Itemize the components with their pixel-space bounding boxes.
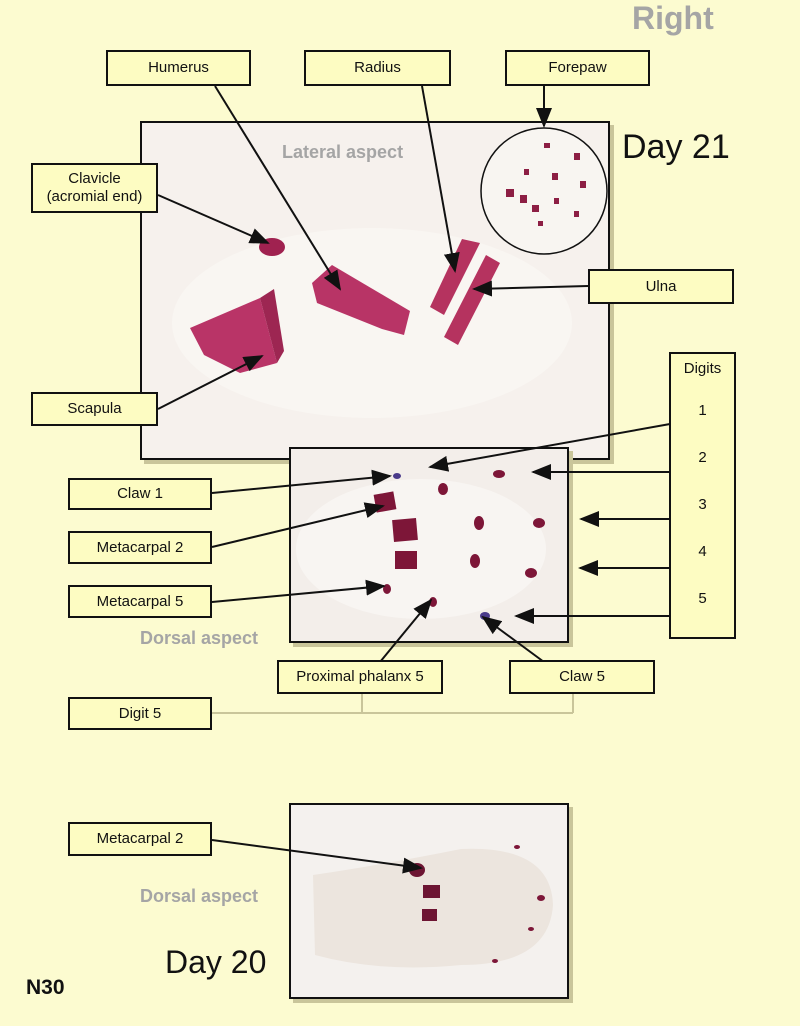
label-digit5: Digit 5: [68, 697, 212, 730]
label-metacarpal2: Metacarpal 2: [68, 531, 212, 564]
label-proximal-phalanx5: Proximal phalanx 5: [277, 660, 443, 694]
digits-title: Digits: [683, 360, 722, 377]
label-claw1: Claw 1: [68, 478, 212, 510]
digit-3: 3: [698, 496, 707, 514]
radius-bone: [430, 239, 480, 315]
label-scapula: Scapula: [31, 392, 158, 426]
label-clavicle-line1: Clavicle: [68, 170, 121, 187]
label-metacarpal5: Metacarpal 5: [68, 585, 212, 618]
label-radius: Radius: [304, 50, 451, 86]
label-humerus: Humerus: [106, 50, 251, 86]
digit-2: 2: [698, 449, 707, 467]
day20-label: Day 20: [165, 944, 267, 980]
label-ulna: Ulna: [588, 269, 734, 304]
lateral-aspect-label: Lateral aspect: [282, 142, 404, 162]
side-title: Right: [632, 0, 714, 36]
label-claw5: Claw 5: [509, 660, 655, 694]
label-clavicle-line2: (acromial end): [46, 188, 143, 205]
dorsal-aspect-label: Dorsal aspect: [140, 628, 259, 648]
day20-specimen-panel: [289, 803, 569, 999]
day20-dorsal-aspect-label: Dorsal aspect: [140, 886, 259, 906]
figure-code: N30: [26, 976, 65, 999]
digits-box: Digits 1 2 3 4 5: [669, 352, 736, 639]
label-forepaw: Forepaw: [505, 50, 650, 86]
scapula-bone: [190, 298, 277, 373]
label-clavicle: Clavicle (acromial end): [31, 163, 158, 213]
label-metacarpal2-day20: Metacarpal 2: [68, 822, 212, 856]
dorsal-specimen-image: [296, 470, 546, 620]
digit-4: 4: [698, 543, 707, 561]
day21-label: Day 21: [622, 128, 730, 166]
digit-1: 1: [698, 402, 707, 420]
ulna-bone: [444, 255, 500, 345]
digit-5: 5: [698, 590, 707, 608]
